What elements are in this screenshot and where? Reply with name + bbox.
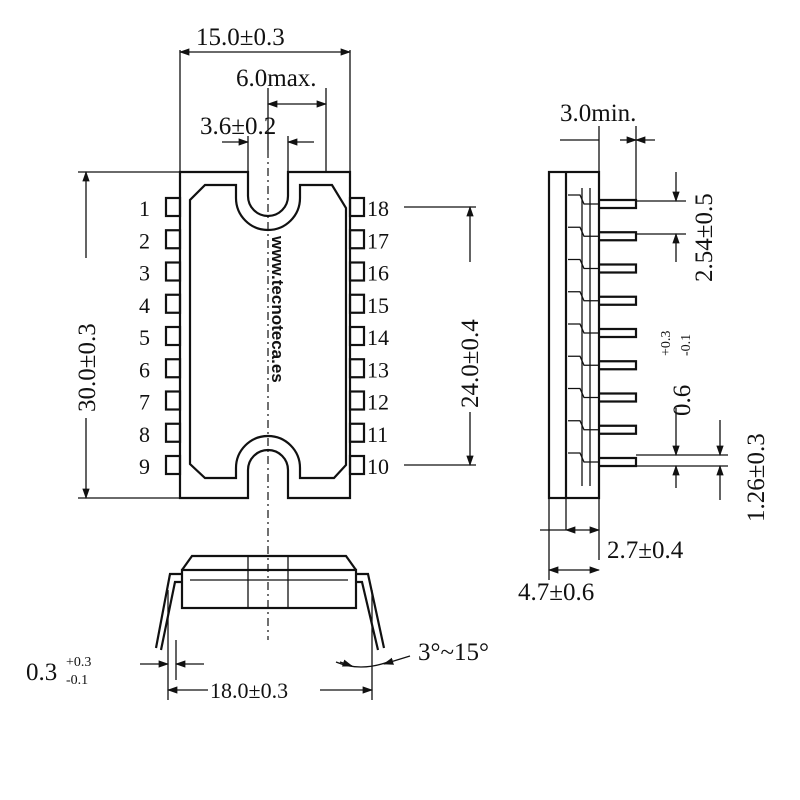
pin-label-6: 6: [139, 357, 150, 382]
front-view: 0.3 +0.3 -0.1 18.0±0.3 3°~15°: [26, 554, 489, 703]
side-pins: [568, 194, 638, 468]
side-lead-bend-8: [568, 420, 599, 431]
side-lead-bend-4: [568, 291, 599, 302]
side-lead-8: [599, 424, 638, 435]
dim-height-label: 30.0±0.3: [74, 323, 101, 412]
right-pins: 18 17 16 15 14 13 12 11 10: [348, 196, 389, 479]
pin-right-12: [348, 390, 366, 411]
pin-left-4: [164, 293, 182, 314]
side-lead-bend-6: [568, 355, 599, 366]
pin-label-3: 3: [139, 261, 150, 286]
side-lead-bend-7: [568, 387, 599, 399]
dim-lead-main: 0.3: [26, 659, 57, 686]
pin-label-18: 18: [367, 196, 389, 221]
pin-label-14: 14: [367, 325, 389, 350]
pin-right-18: [348, 196, 366, 218]
dim-pin-width-tol-up: +0.3: [659, 331, 674, 356]
dim-lead-tol-up: +0.3: [66, 655, 91, 670]
dim-width-label: 15.0±0.3: [196, 24, 285, 51]
side-lead-bend-1: [568, 194, 599, 205]
side-lead-9: [599, 456, 638, 468]
pin-right-10: [348, 454, 366, 476]
dim-pin-width-main: 0.6: [669, 385, 696, 416]
side-lead-4: [599, 295, 638, 306]
side-view: 3.0min. 2.54±0.5 0.6 +0.3 -0.1 1.26±0.3 …: [518, 100, 770, 606]
pin-right-15: [348, 293, 366, 314]
dim-total-label: 4.7±0.6: [518, 579, 594, 606]
pin-right-16: [348, 261, 366, 282]
dim-body-label: 2.7±0.4: [607, 537, 684, 564]
pin-label-9: 9: [139, 454, 150, 479]
side-lead-bend-9: [568, 452, 599, 463]
pin-left-7: [164, 390, 182, 411]
pin-left-2: [164, 229, 182, 250]
side-body: [547, 170, 601, 500]
left-pins: 1 2 3 4 5 6 7 8 9: [139, 196, 182, 479]
pin-label-8: 8: [139, 422, 150, 447]
dim-pin-width-tol-down: -0.1: [679, 334, 694, 356]
pin-right-11: [348, 422, 366, 443]
side-lead-bend-3: [568, 258, 599, 270]
pin-label-17: 17: [367, 228, 389, 253]
dim-angle-label: 3°~15°: [418, 639, 489, 666]
dim-min-label: 3.0min.: [560, 100, 636, 127]
side-lead-bend-2: [568, 226, 599, 237]
side-lead-2: [599, 231, 638, 242]
pin-right-13: [348, 358, 366, 379]
side-lead-6: [599, 360, 638, 371]
dim-lead-tol-down: -0.1: [66, 673, 88, 688]
pin-label-10: 10: [367, 454, 389, 479]
front-body: [180, 568, 358, 610]
pin-left-3: [164, 261, 182, 282]
side-lead-3: [599, 263, 638, 274]
dim-pin-gap-label: 1.26±0.3: [743, 433, 770, 522]
package-inner-outline: [188, 183, 348, 480]
pin-label-15: 15: [367, 293, 389, 318]
pin-label-5: 5: [139, 325, 150, 350]
watermark-text: www.tecnoteca.es: [268, 235, 287, 383]
pin-right-14: [348, 325, 366, 347]
side-lead-5: [599, 327, 638, 339]
pin-label-7: 7: [139, 390, 150, 415]
dim-slot-label: 3.6±0.2: [200, 113, 276, 140]
pin-label-4: 4: [139, 293, 150, 318]
pin-right-17: [348, 229, 366, 250]
side-lead-7: [599, 392, 638, 403]
dim-span-label: 18.0±0.3: [210, 678, 288, 703]
pin-label-2: 2: [139, 228, 150, 253]
dim-pitch-label: 2.54±0.5: [691, 193, 718, 282]
pin-left-8: [164, 422, 182, 443]
pin-label-16: 16: [367, 261, 389, 286]
dim-pin-span-label: 24.0±0.4: [457, 319, 484, 408]
dim-max-label: 6.0max.: [236, 65, 317, 92]
front-top-body: [181, 554, 357, 571]
side-lead-1: [599, 198, 638, 210]
pin-left-6: [164, 358, 182, 379]
pin-left-5: [164, 325, 182, 347]
pin-label-13: 13: [367, 357, 389, 382]
package-body-outline: [178, 170, 352, 500]
side-lead-bend-5: [568, 323, 599, 334]
pin-label-1: 1: [139, 196, 150, 221]
pin-left-1: [164, 196, 182, 218]
pin-label-11: 11: [367, 422, 388, 447]
pin-left-9: [164, 454, 182, 476]
pin-label-12: 12: [367, 390, 389, 415]
